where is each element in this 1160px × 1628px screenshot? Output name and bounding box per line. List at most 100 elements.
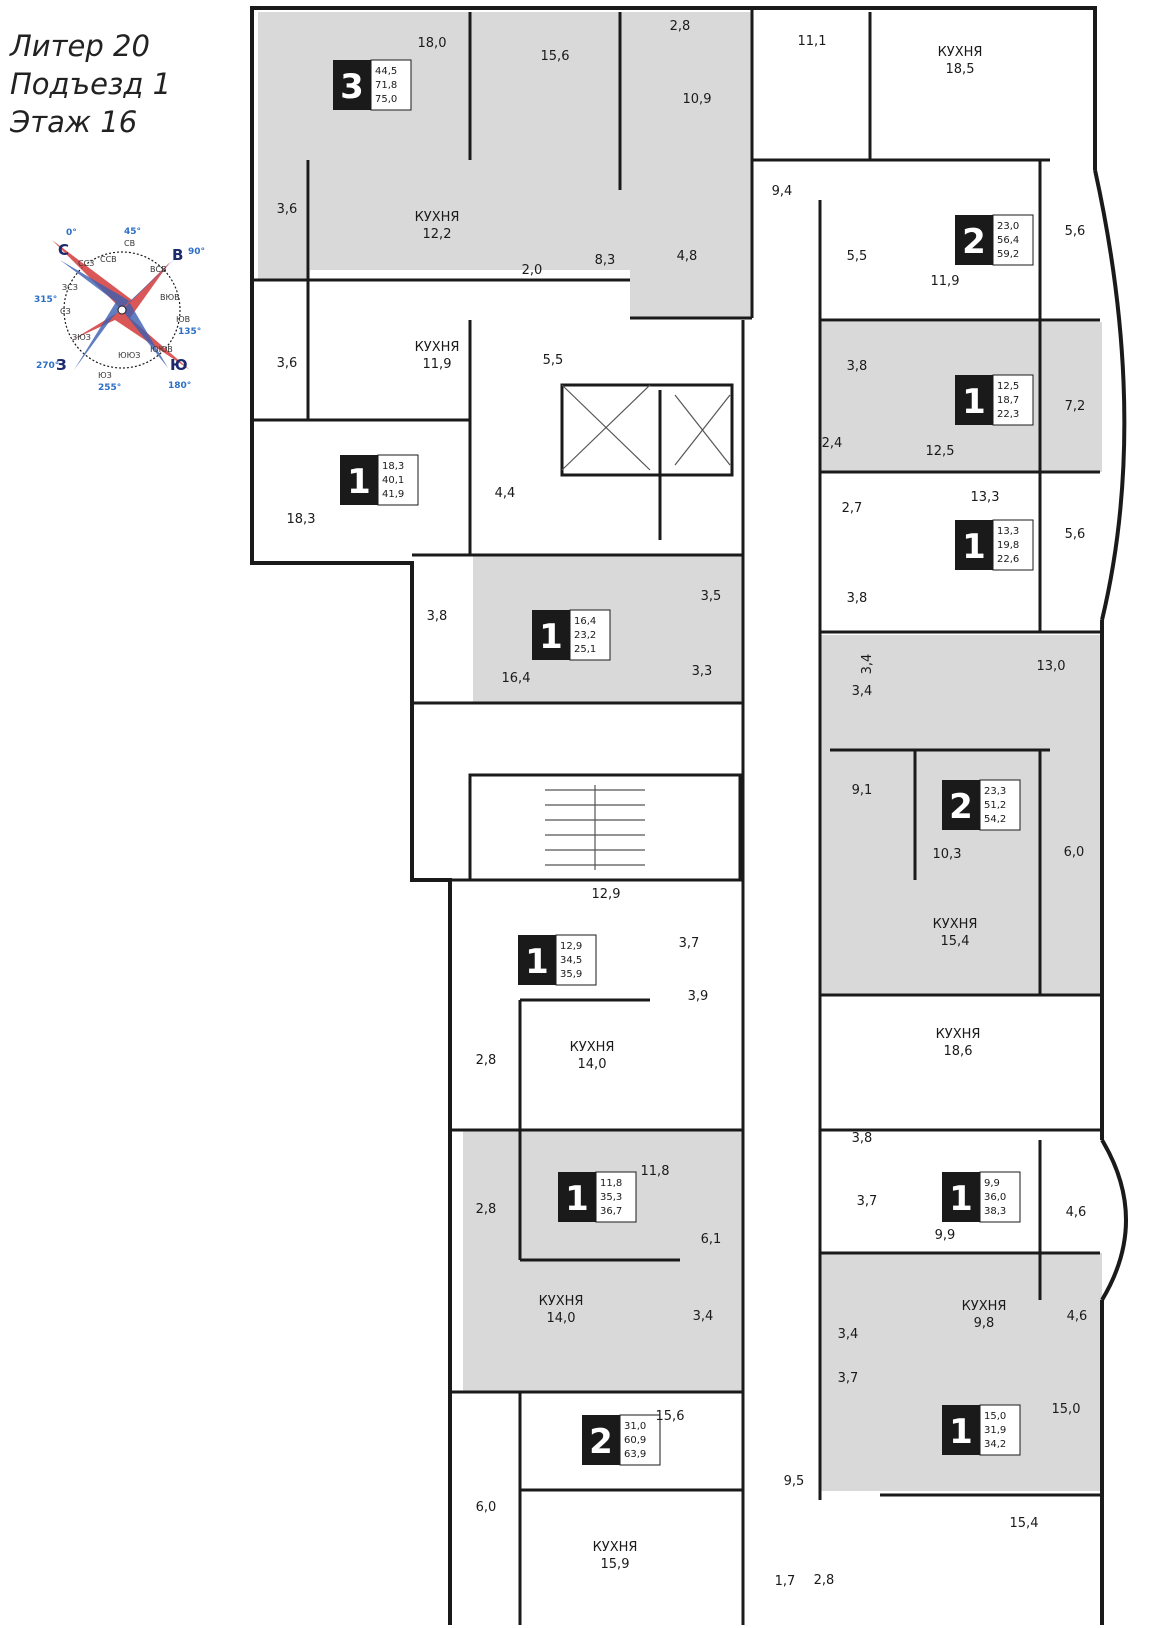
room-area: 8,3	[595, 253, 616, 268]
room-label: КУХНЯ	[539, 1294, 584, 1309]
room-label: КУХНЯ	[938, 45, 983, 60]
apartment-badge: 1 13,3 19,8 22,6	[955, 519, 1034, 571]
room-area: 9,9	[935, 1228, 956, 1243]
room-area: 3,3	[692, 664, 713, 679]
svg-text:13,3: 13,3	[997, 526, 1019, 537]
apartment-badge: 1 16,4 23,2 25,1	[532, 609, 611, 661]
room-area: 2,7	[842, 501, 863, 516]
svg-text:1: 1	[962, 527, 986, 567]
room-area: 2,4	[822, 436, 843, 451]
svg-text:51,2: 51,2	[984, 800, 1006, 811]
header-floor: Этаж 16	[10, 105, 138, 139]
svg-text:11,8: 11,8	[600, 1178, 622, 1189]
svg-text:35,9: 35,9	[560, 969, 582, 980]
room-area: 3,6	[277, 202, 298, 217]
room-area: 10,3	[933, 847, 962, 862]
outer-wall-east-upper	[1093, 169, 1127, 621]
svg-text:2: 2	[589, 1422, 613, 1462]
room-area: 3,4	[838, 1327, 859, 1342]
svg-text:71,8: 71,8	[375, 80, 397, 91]
room-area: 12,2	[423, 227, 452, 242]
svg-text:34,5: 34,5	[560, 955, 582, 966]
compass-s-deg: 180°	[168, 381, 191, 391]
room-area: 3,6	[277, 356, 298, 371]
svg-text:44,5: 44,5	[375, 66, 397, 77]
svg-text:36,7: 36,7	[600, 1206, 622, 1217]
compass-minor-1: ССВ	[100, 255, 117, 264]
room-label: КУХНЯ	[936, 1027, 981, 1042]
compass-w: З	[56, 356, 67, 374]
room-area: 4,8	[677, 249, 698, 264]
compass-minor-4: ЮЮВ	[150, 345, 173, 354]
svg-text:60,9: 60,9	[624, 1435, 646, 1446]
apartment-badge: 3 44,5 71,8 75,0	[333, 59, 412, 111]
room-area: 18,3	[287, 512, 316, 527]
room-area: 2,8	[814, 1573, 835, 1588]
room-area: 6,0	[1064, 845, 1085, 860]
svg-text:2: 2	[949, 787, 973, 827]
stairwell	[545, 384, 731, 870]
svg-text:18,3: 18,3	[382, 461, 404, 472]
apartment-badge: 1 12,9 34,5 35,9	[518, 934, 597, 986]
svg-text:1: 1	[565, 1179, 589, 1219]
svg-text:25,1: 25,1	[574, 644, 596, 655]
shaded-areas	[258, 12, 1102, 1491]
svg-text:23,0: 23,0	[997, 221, 1019, 232]
room-area: 9,5	[784, 1474, 805, 1489]
svg-text:35,3: 35,3	[600, 1192, 622, 1203]
compass-ring	[63, 251, 181, 369]
compass-minor-8: ССЗ	[78, 259, 94, 268]
room-area: 18,6	[944, 1044, 973, 1059]
room-area: 6,1	[701, 1232, 722, 1247]
room-area: 5,6	[1065, 224, 1086, 239]
svg-text:56,4: 56,4	[997, 235, 1019, 246]
room-area: 11,9	[931, 274, 960, 289]
room-label: КУХНЯ	[962, 1299, 1007, 1314]
svg-text:1: 1	[949, 1179, 973, 1219]
compass-minor-2: ВСВ	[150, 265, 167, 274]
room-area: 16,4	[502, 671, 531, 686]
apartment-badge: 1 15,0 31,9 34,2	[942, 1404, 1021, 1456]
svg-text:22,6: 22,6	[997, 554, 1019, 565]
compass-n-deg: 0°	[66, 228, 77, 238]
room-area: 18,5	[946, 62, 975, 77]
svg-text:15,0: 15,0	[984, 1411, 1006, 1422]
room-area: 15,6	[541, 49, 570, 64]
room-label: КУХНЯ	[415, 210, 460, 225]
svg-text:1: 1	[949, 1412, 973, 1452]
room-area: 1,7	[775, 1574, 796, 1589]
room-area: 2,8	[670, 19, 691, 34]
room-area: 11,1	[798, 34, 827, 49]
apartment-badge: 1 12,5 18,7 22,3	[955, 374, 1034, 426]
room-area: 15,6	[656, 1409, 685, 1424]
room-area: 12,5	[926, 444, 955, 459]
room-label: КУХНЯ	[415, 340, 460, 355]
svg-text:40,1: 40,1	[382, 475, 404, 486]
room-area: 3,7	[838, 1371, 859, 1386]
svg-text:16,4: 16,4	[574, 616, 596, 627]
apartment-badge: 2 23,0 56,4 59,2	[955, 214, 1034, 266]
svg-text:19,8: 19,8	[997, 540, 1019, 551]
room-area: 13,0	[1037, 659, 1066, 674]
room-area: 9,4	[772, 184, 793, 199]
compass-star-blue	[60, 252, 182, 370]
room-label: КУХНЯ	[593, 1540, 638, 1555]
room-area: 4,6	[1066, 1205, 1087, 1220]
svg-text:23,2: 23,2	[574, 630, 596, 641]
header-building: Литер 20	[10, 29, 150, 63]
room-area: 14,0	[578, 1057, 607, 1072]
room-area: 15,0	[1052, 1402, 1081, 1417]
compass-e-deg: 90°	[188, 247, 205, 257]
compass-e: В	[172, 246, 183, 264]
room-area: 6,0	[476, 1500, 497, 1515]
room-area: 15,4	[1010, 1516, 1039, 1531]
room-area: 3,5	[701, 589, 722, 604]
svg-text:63,9: 63,9	[624, 1449, 646, 1460]
svg-text:2: 2	[962, 222, 986, 262]
room-label: КУХНЯ	[933, 917, 978, 932]
header-entrance: Подъезд 1	[10, 67, 172, 101]
room-area: 2,0	[522, 263, 543, 278]
svg-text:36,0: 36,0	[984, 1192, 1006, 1203]
